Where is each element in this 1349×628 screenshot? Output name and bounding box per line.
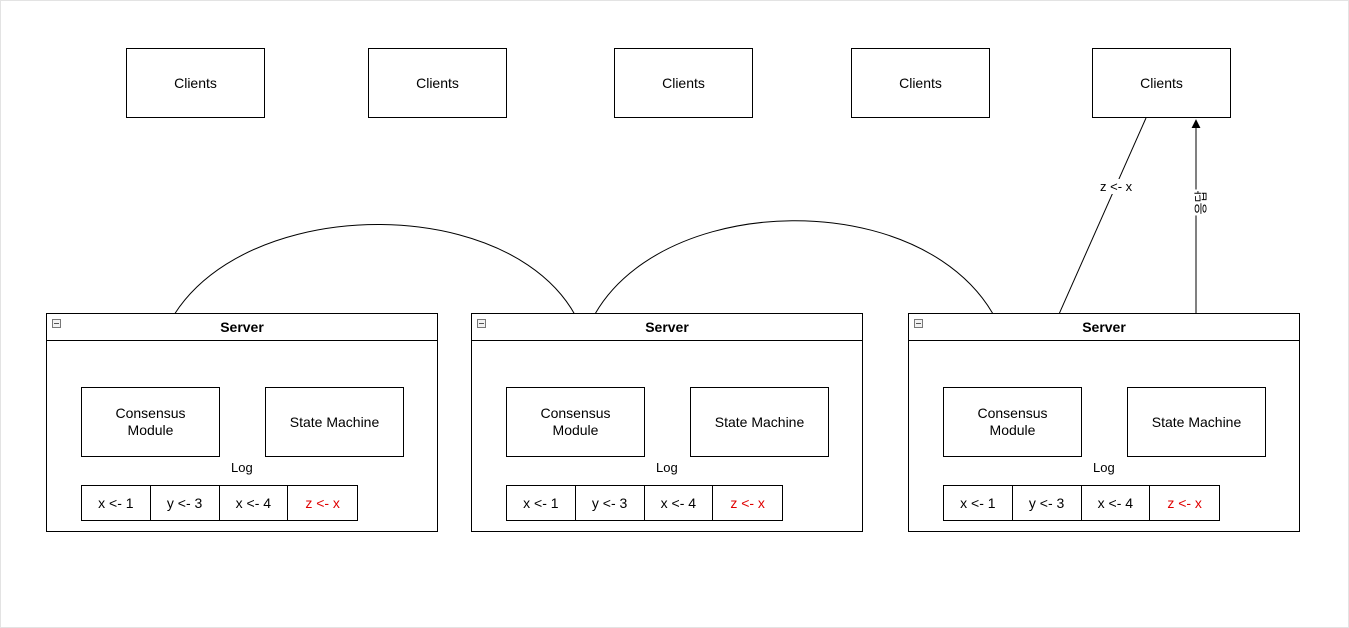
server-header[interactable]: Server bbox=[47, 314, 437, 341]
client-box-4[interactable]: Clients bbox=[851, 48, 990, 118]
state-machine-1[interactable]: State Machine bbox=[265, 387, 404, 457]
consensus-label: Consensus Module bbox=[115, 405, 186, 438]
server-title: Server bbox=[1082, 319, 1126, 335]
log-entries-3: x <- 1 y <- 3 x <- 4 z <- x bbox=[943, 485, 1220, 521]
state-machine-label: State Machine bbox=[714, 413, 805, 430]
server-header[interactable]: Server bbox=[472, 314, 862, 341]
collapse-icon[interactable] bbox=[477, 319, 486, 328]
client-box-2[interactable]: Clients bbox=[368, 48, 507, 118]
collapse-icon[interactable] bbox=[52, 319, 61, 328]
client-box-3[interactable]: Clients bbox=[614, 48, 753, 118]
log-entries-2: x <- 1 y <- 3 x <- 4 z <- x bbox=[506, 485, 783, 521]
consensus-label: Consensus Module bbox=[540, 405, 611, 438]
log-entry[interactable]: y <- 3 bbox=[151, 486, 220, 520]
client-label: Clients bbox=[416, 74, 459, 91]
log-entry[interactable]: x <- 1 bbox=[82, 486, 151, 520]
client-box-1[interactable]: Clients bbox=[126, 48, 265, 118]
server-title: Server bbox=[220, 319, 264, 335]
client-label: Clients bbox=[662, 74, 705, 91]
response-edge-label: 응답 bbox=[1190, 189, 1210, 216]
client-label: Clients bbox=[174, 74, 217, 91]
consensus-module-1[interactable]: Consensus Module bbox=[81, 387, 220, 457]
log-entry-new[interactable]: z <- x bbox=[730, 495, 765, 511]
consensus-label: Consensus Module bbox=[977, 405, 1048, 438]
log-entry[interactable]: x <- 1 bbox=[944, 486, 1013, 520]
log-entry-new[interactable]: z <- x bbox=[1167, 495, 1202, 511]
log-entries-1: x <- 1 y <- 3 x <- 4 z <- x bbox=[81, 485, 358, 521]
state-machine-label: State Machine bbox=[289, 413, 380, 430]
request-edge-label: z <- x bbox=[1099, 179, 1134, 194]
client-box-5[interactable]: Clients bbox=[1092, 48, 1231, 118]
log-label-1: Log bbox=[230, 460, 254, 475]
log-entry[interactable]: y <- 3 bbox=[576, 486, 645, 520]
log-entry[interactable]: x <- 4 bbox=[645, 486, 714, 520]
server-header[interactable]: Server bbox=[909, 314, 1299, 341]
state-machine-2[interactable]: State Machine bbox=[690, 387, 829, 457]
server-title: Server bbox=[645, 319, 689, 335]
log-entry-new[interactable]: z <- x bbox=[305, 495, 340, 511]
client-label: Clients bbox=[1140, 74, 1183, 91]
state-machine-label: State Machine bbox=[1151, 413, 1242, 430]
log-label-2: Log bbox=[655, 460, 679, 475]
log-entry[interactable]: x <- 4 bbox=[1082, 486, 1151, 520]
log-entry[interactable]: x <- 1 bbox=[507, 486, 576, 520]
consensus-module-3[interactable]: Consensus Module bbox=[943, 387, 1082, 457]
state-machine-3[interactable]: State Machine bbox=[1127, 387, 1266, 457]
client-label: Clients bbox=[899, 74, 942, 91]
replication-arc-1 bbox=[148, 224, 592, 387]
log-entry[interactable]: y <- 3 bbox=[1013, 486, 1082, 520]
log-label-3: Log bbox=[1092, 460, 1116, 475]
collapse-icon[interactable] bbox=[914, 319, 923, 328]
log-entry[interactable]: x <- 4 bbox=[220, 486, 289, 520]
consensus-module-2[interactable]: Consensus Module bbox=[506, 387, 645, 457]
replication-arc-2 bbox=[572, 220, 1014, 387]
